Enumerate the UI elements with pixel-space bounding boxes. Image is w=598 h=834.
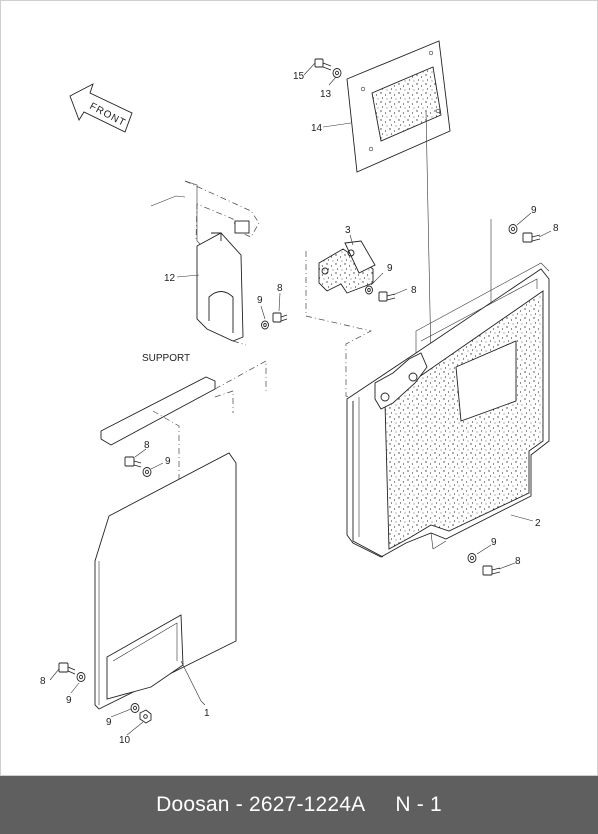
washer-9-icon [142, 467, 152, 477]
front-arrow-icon: FRONT [69, 83, 133, 133]
callout-10: 10 [119, 735, 131, 746]
drawing-canvas: FRONT [40, 40, 559, 746]
washer-13-icon [332, 68, 342, 78]
leader-lines [49, 62, 552, 736]
callout-2: 2 [535, 518, 541, 529]
callout-12: 12 [164, 273, 176, 284]
callout-15: 15 [293, 71, 305, 82]
footer-brand: Doosan [156, 793, 230, 816]
callout-13: 13 [320, 89, 332, 100]
callout-9: 9 [257, 295, 263, 306]
footer-separator: - [229, 793, 249, 816]
washer-9-icon [508, 224, 518, 234]
callout-9: 9 [66, 695, 72, 706]
callout-8: 8 [40, 676, 46, 687]
part-3-mount-block [305, 240, 376, 316]
support-rail [100, 360, 267, 493]
callout-8: 8 [277, 283, 283, 294]
part-12-cover-bracket [196, 232, 247, 346]
bolt-8-icon [58, 662, 76, 675]
footer-part-number: 2627-1224A [248, 793, 366, 816]
washer-9-icon [76, 672, 86, 682]
bolt-15-icon [314, 58, 332, 71]
callout-9: 9 [106, 717, 112, 728]
washer-9-icon [365, 285, 373, 295]
callout-14: 14 [311, 123, 323, 134]
exploded-parts-drawing: FRONT [0, 0, 598, 776]
footer-bar: Doosan - 2627-1224A N - 1 [0, 776, 598, 834]
bolt-8-icon [482, 565, 501, 576]
bolt-8-icon [124, 456, 142, 468]
callout-8: 8 [411, 285, 417, 296]
bolt-8-icon [272, 312, 288, 323]
callout-8: 8 [553, 223, 559, 234]
bolt-8-icon [378, 291, 396, 302]
washer-9-icon [467, 553, 477, 563]
part-1-lower-panel [94, 452, 237, 710]
part-14-plate [346, 40, 451, 362]
washer-9-icon [261, 320, 269, 330]
part-2-panel-assembly [305, 219, 550, 558]
upper-bracket-outline [150, 180, 260, 246]
callout-3: 3 [345, 225, 351, 236]
callout-1: 1 [204, 708, 210, 719]
nut-10-icon [139, 709, 152, 724]
callout-9: 9 [387, 263, 393, 274]
callout-9: 9 [491, 537, 497, 548]
callout-9: 9 [531, 205, 537, 216]
callout-8: 8 [515, 556, 521, 567]
bolt-8-icon [522, 232, 541, 243]
callout-8: 8 [144, 440, 150, 451]
front-label: FRONT [88, 101, 128, 129]
callout-9: 9 [165, 456, 171, 467]
washer-9-icon [130, 703, 140, 713]
support-label: SUPPORT [142, 353, 190, 364]
footer-page-code: N - 1 [395, 793, 442, 816]
